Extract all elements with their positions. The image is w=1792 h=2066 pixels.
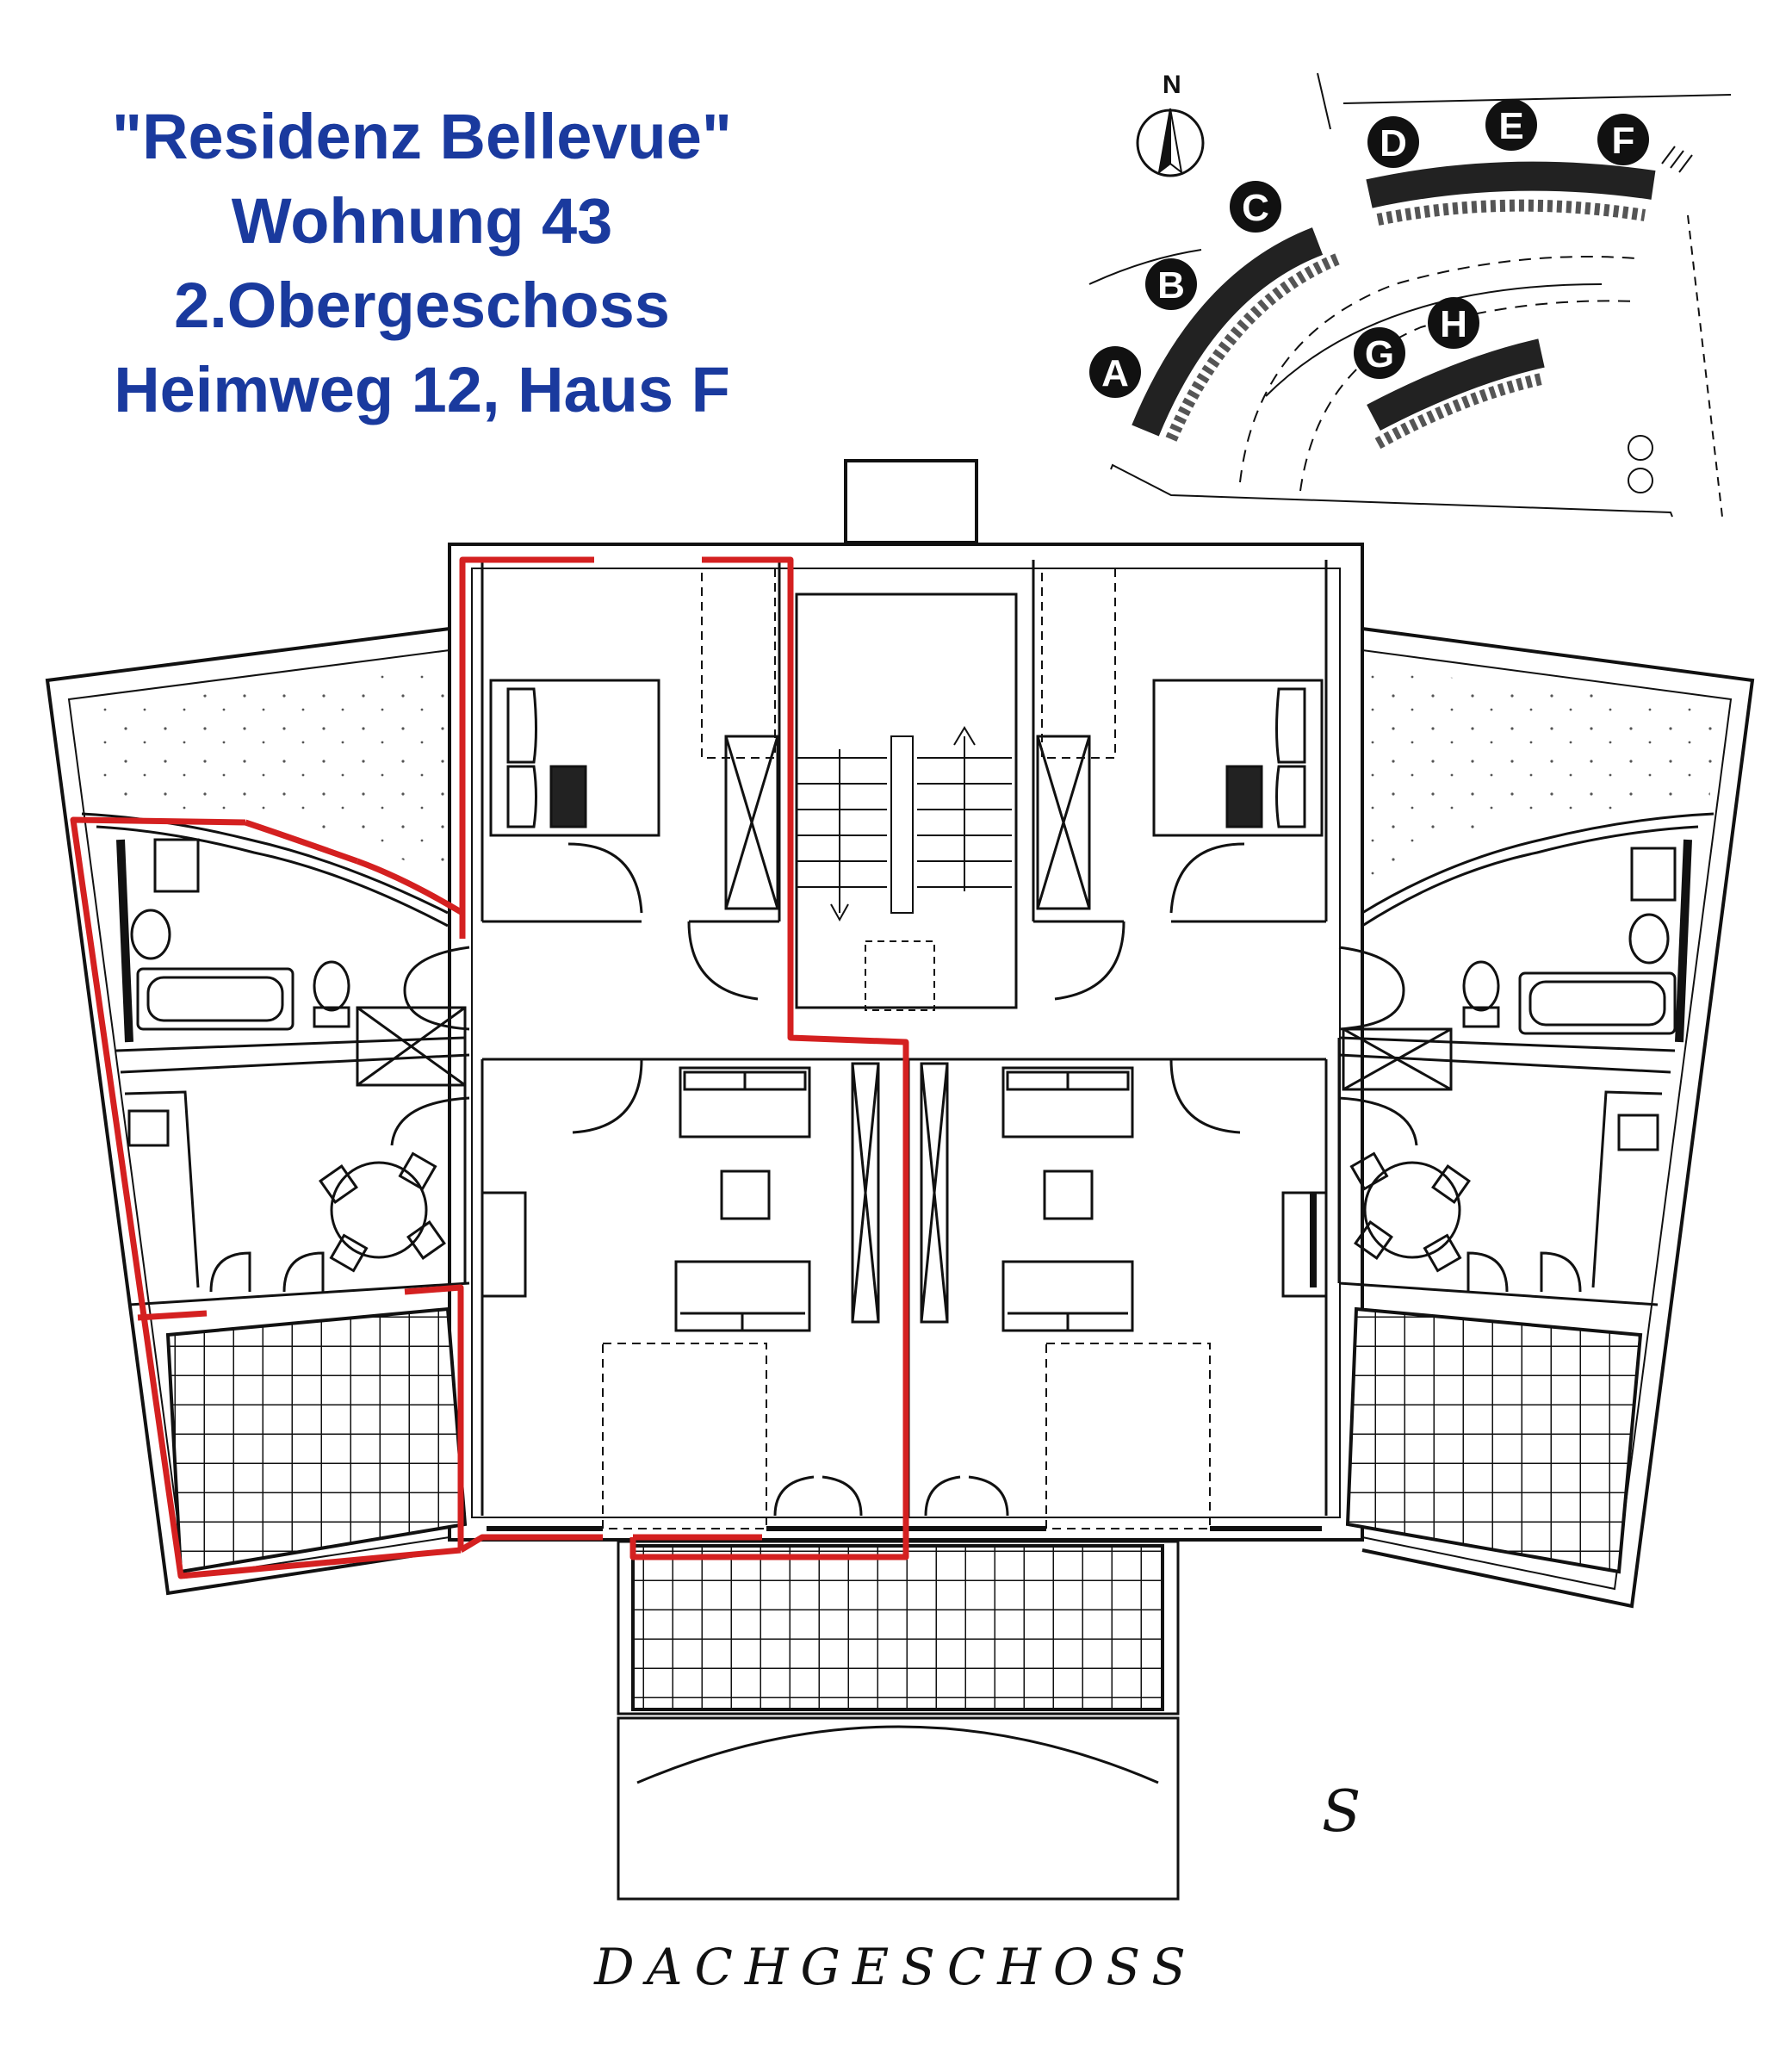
title-block: "Residenz Bellevue" Wohnung 43 2.Oberges…: [52, 95, 792, 432]
project-name: "Residenz Bellevue": [112, 101, 732, 172]
house-letter-a: A: [1101, 352, 1129, 394]
house-markers: A B C D E F G H: [1089, 99, 1649, 398]
house-marker-h: H: [1428, 297, 1479, 349]
house-marker-c: C: [1230, 181, 1281, 233]
house-marker-a: A: [1089, 346, 1141, 398]
house-letter-g: G: [1365, 333, 1394, 375]
address: Heimweg 12, Haus F: [114, 354, 730, 425]
south-orientation-label: S: [1322, 1778, 1361, 1845]
house-letter-c: C: [1242, 187, 1269, 229]
house-marker-g: G: [1354, 327, 1405, 379]
house-marker-b: B: [1145, 258, 1197, 310]
balcony-right: [1345, 1306, 1643, 1574]
site-plan: [1088, 72, 1732, 518]
interior-walls: [81, 560, 1714, 1901]
house-marker-d: D: [1367, 116, 1419, 168]
balcony-central: [631, 1544, 1164, 1711]
house-letter-d: D: [1380, 122, 1407, 164]
apartment-boundary: [70, 556, 909, 1579]
house-letter-b: B: [1157, 264, 1185, 307]
compass-icon: [1136, 108, 1205, 177]
terrace-left: [86, 667, 450, 887]
apartment-number: Wohnung 43: [231, 185, 613, 257]
house-marker-e: E: [1485, 99, 1537, 151]
balcony-left: [165, 1306, 468, 1574]
house-letter-f: F: [1612, 120, 1635, 162]
terrace-right: [1362, 667, 1718, 887]
house-letter-h: H: [1440, 303, 1467, 345]
floor-level: 2.Obergeschoss: [174, 270, 670, 341]
plan-caption: DACHGESCHOSS: [594, 1938, 1198, 1996]
house-letter-e: E: [1498, 105, 1523, 147]
north-label: N: [1163, 71, 1181, 99]
building-outline: [45, 459, 1755, 1609]
house-marker-f: F: [1597, 114, 1649, 165]
